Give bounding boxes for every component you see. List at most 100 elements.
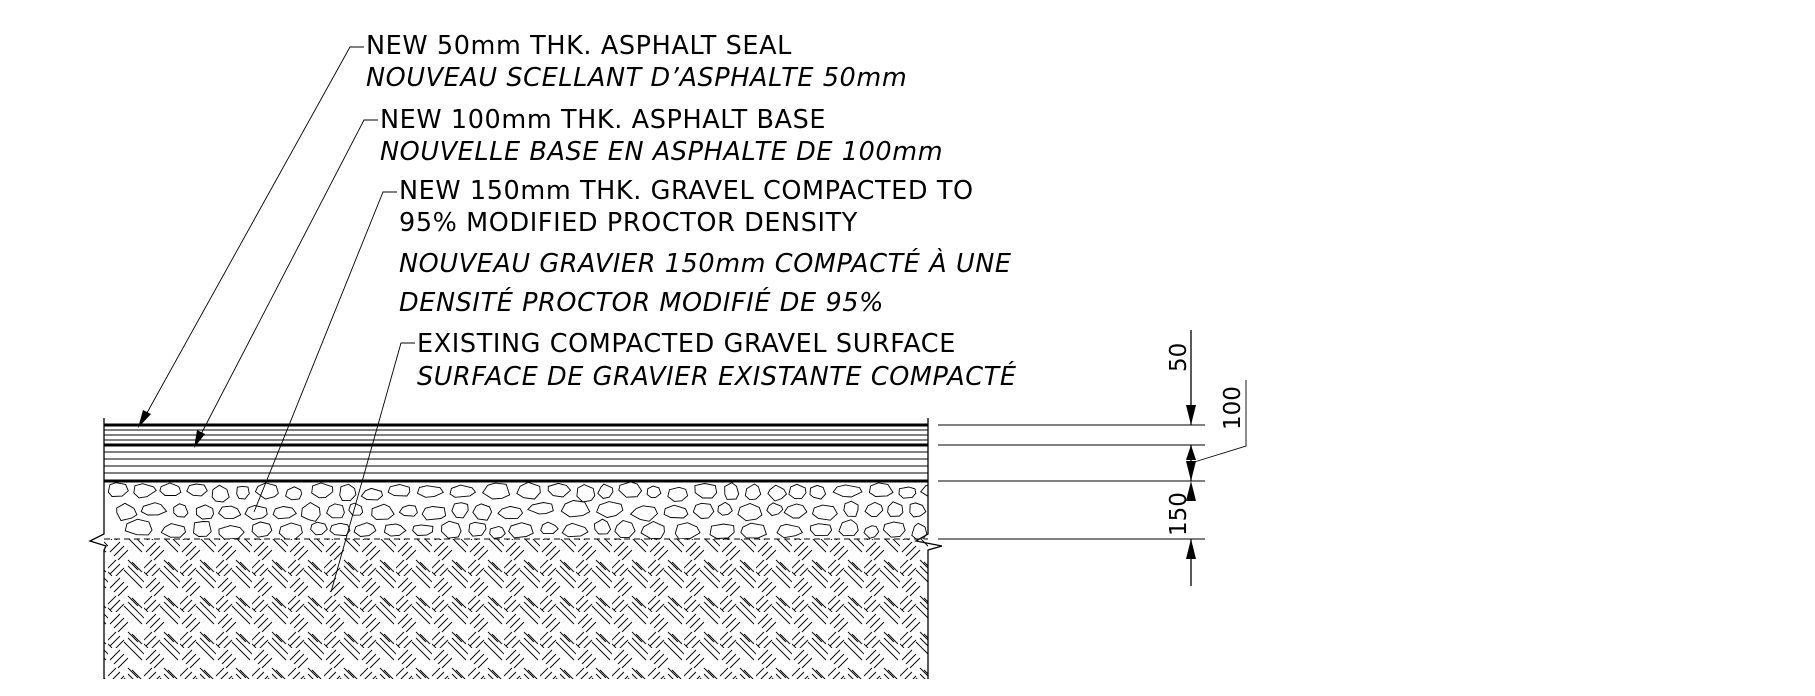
note-asphalt-seal-en: NEW 50mm THK. ASPHALT SEAL [366, 31, 792, 61]
gravel-stone [254, 482, 279, 500]
gravel-stone [838, 519, 859, 537]
gravel-stone [864, 501, 884, 517]
gravel-stone [766, 502, 784, 517]
gravel-stone [663, 504, 689, 519]
gravel-stone [497, 505, 524, 520]
gravel-stone [709, 523, 735, 539]
note-asphalt-base-en: NEW 100mm THK. ASPHALT BASE [380, 105, 826, 135]
gravel-stone [809, 484, 827, 500]
note-gravel-fr-line2: DENSITÉ PROCTOR MODIFIÉ DE 95% [399, 288, 884, 318]
gravel-stone [931, 504, 947, 517]
pavement-section [88, 418, 947, 679]
gravel-stone [218, 505, 242, 519]
gravel-stone [348, 502, 364, 516]
gravel-stone [244, 505, 268, 520]
gravel-stone [468, 521, 487, 537]
gravel-stone [863, 525, 880, 539]
right-break-line [914, 418, 943, 679]
gravel-stone [160, 523, 187, 538]
gravel-stone [481, 482, 511, 500]
gravel-stone [614, 519, 636, 538]
gravel-stone [218, 525, 245, 539]
note-existing-fr: SURFACE DE GRAVIER EXISTANTE COMPACTÉ [417, 362, 1017, 392]
gravel-stone [107, 482, 129, 497]
gravel-stone [278, 522, 303, 539]
leader-lines [138, 46, 415, 593]
leader-asphalt-seal [142, 46, 364, 421]
gravel-stone [887, 501, 904, 517]
leader-gravel [253, 191, 397, 513]
gravel-stone [576, 484, 596, 503]
gravel-stone [339, 483, 357, 502]
gravel-layer [107, 482, 947, 539]
gravel-stone [326, 503, 345, 519]
gravel-stone [882, 521, 906, 538]
gravel-stone [737, 503, 763, 522]
gravel-stone [310, 521, 328, 536]
gravel-stone [124, 518, 153, 536]
gravel-stone [133, 483, 157, 499]
gravel-stone [421, 506, 447, 521]
leader-asphalt-base [197, 119, 378, 441]
gravel-stone [449, 484, 477, 498]
gravel-stone [329, 522, 351, 537]
note-existing-en: EXISTING COMPACTED GRAVEL SURFACE [417, 329, 956, 359]
gravel-stone [744, 483, 762, 501]
gravel-stone [832, 484, 863, 498]
gravel-stone [540, 521, 559, 535]
gravel-stone [451, 502, 469, 519]
gravel-stone [140, 502, 168, 516]
gravel-stone [285, 486, 303, 501]
gravel-stone [717, 501, 733, 516]
gravel-stone [776, 523, 804, 539]
dim-100: 100 [1220, 386, 1246, 430]
gravel-stone [724, 482, 740, 500]
left-break-line [88, 418, 107, 679]
callout-notes: NEW 50mm THK. ASPHALT SEAL NOUVEAU SCELL… [366, 31, 1017, 392]
gravel-stone [173, 503, 189, 518]
gravel-stone [489, 526, 506, 539]
gravel-stone [398, 504, 418, 517]
dim-50: 50 [1166, 343, 1192, 372]
gravel-stone [195, 504, 214, 520]
gravel-stone [767, 484, 788, 502]
gravel-stone [898, 486, 917, 499]
existing-gravel-hatch [104, 539, 928, 679]
gravel-stone [667, 486, 689, 502]
note-asphalt-base-fr: NOUVELLE BASE EN ASPHALTE DE 100mm [380, 137, 943, 167]
gravel-stone [646, 485, 662, 499]
gravel-stone [920, 484, 928, 497]
note-gravel-en-line2: 95% MODIFIED PROCTOR DENSITY [399, 208, 858, 238]
gravel-stone [251, 521, 273, 538]
gravel-stone [412, 524, 434, 536]
gravel-stone [311, 482, 334, 499]
gravel-stone [811, 504, 838, 521]
gravel-stone [560, 500, 591, 518]
gravel-stone [387, 484, 411, 497]
gravel-stone [597, 483, 614, 499]
gravel-stone [353, 522, 377, 537]
gravel-stone [783, 503, 808, 519]
gravel-stone [416, 485, 445, 498]
leader-existing [330, 342, 415, 593]
gravel-stone [674, 522, 701, 539]
gravel-stone [186, 483, 208, 497]
dim-150: 150 [1166, 492, 1192, 536]
gravel-stone [441, 520, 462, 539]
gravel-stone [740, 522, 767, 539]
gravel-stone [561, 522, 589, 538]
gravel-stone [596, 501, 624, 518]
gravel-stone [193, 521, 212, 537]
gravel-stone [383, 523, 407, 537]
gravel-stone [371, 503, 395, 520]
gravel-stone [694, 483, 718, 499]
gravel-stone [300, 501, 321, 522]
gravel-stone [640, 520, 665, 539]
gravel-stone [909, 502, 927, 518]
gravel-stone [911, 522, 928, 539]
note-gravel-en-line1: NEW 150mm THK. GRAVEL COMPACTED TO [399, 176, 974, 206]
gravel-stone [527, 502, 554, 515]
gravel-stone [868, 482, 894, 497]
gravel-stone [360, 487, 384, 501]
gravel-stone [692, 502, 715, 519]
